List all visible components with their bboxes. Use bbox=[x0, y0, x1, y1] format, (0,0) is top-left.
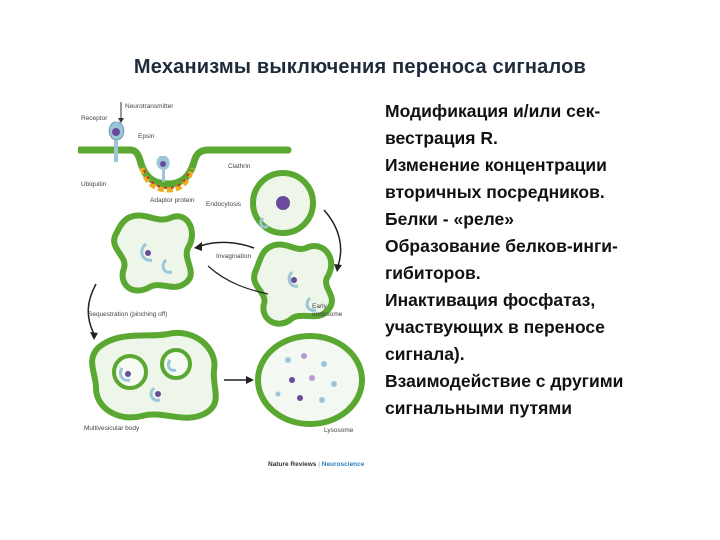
label-lysosome: Lysosome bbox=[324, 427, 354, 434]
label-early-endosome-1: Early bbox=[312, 303, 328, 310]
credit-section: Neuroscience bbox=[321, 461, 365, 468]
label-adaptor-protein: Adaptor protein bbox=[150, 197, 195, 204]
label-ubiquitin: Ubiquitin bbox=[81, 181, 107, 188]
credit-journal: Nature Reviews bbox=[268, 461, 317, 468]
list-line: Белки - «реле» bbox=[385, 209, 515, 229]
slide-title: Механизмы выключения переноса сигналов bbox=[133, 56, 587, 78]
list-line: гибиторов. bbox=[385, 263, 481, 283]
list-line: Взаимодействие с другими bbox=[385, 371, 624, 391]
plasma-membrane bbox=[78, 146, 292, 188]
clathrin-coat bbox=[139, 167, 195, 193]
label-clathrin: Clathrin bbox=[228, 163, 251, 170]
coated-vesicle bbox=[250, 170, 316, 236]
list-line: Модификация и/или сек- bbox=[385, 101, 601, 121]
invaginating-endosome bbox=[111, 212, 195, 294]
early-endosome bbox=[251, 241, 335, 327]
surface-receptor bbox=[108, 102, 125, 162]
list-line: участвующих в переносе bbox=[385, 317, 605, 337]
list-line: вестрация R. bbox=[385, 128, 498, 148]
label-endocytosis: Endocytosis bbox=[206, 201, 242, 208]
pit-receptor bbox=[156, 156, 170, 182]
credit-separator: | bbox=[318, 461, 320, 468]
list-line: сигнальными путями bbox=[385, 398, 573, 418]
label-invagination: Invagination bbox=[216, 253, 251, 260]
label-sequestration: Sequestration (pinching off) bbox=[88, 311, 167, 318]
mechanism-list: Модификация и/или сек- вестрация R. Изме… bbox=[385, 98, 715, 422]
list-line: Образование белков-инги- bbox=[385, 236, 618, 256]
label-neurotransmitter: Neurotransmitter bbox=[125, 103, 174, 110]
label-early-endosome-2: endosome bbox=[312, 311, 343, 318]
label-multivesicular-body: Multivesicular body bbox=[84, 425, 140, 432]
list-line: Инактивация фосфатаз, bbox=[385, 290, 596, 310]
label-epsin: Epsin bbox=[138, 133, 155, 140]
list-line: сигнала). bbox=[385, 344, 465, 364]
lysosome bbox=[255, 333, 365, 427]
list-line: вторичных посредников. bbox=[385, 182, 605, 202]
list-line: Изменение концентрации bbox=[385, 155, 607, 175]
label-receptor: Receptor bbox=[81, 115, 108, 122]
receptor-endocytosis-figure: Receptor Neurotransmitter Epsin Clathrin… bbox=[78, 102, 365, 434]
multivesicular-body bbox=[89, 329, 219, 421]
figure-credit: Nature Reviews | Neuroscience bbox=[268, 461, 364, 468]
